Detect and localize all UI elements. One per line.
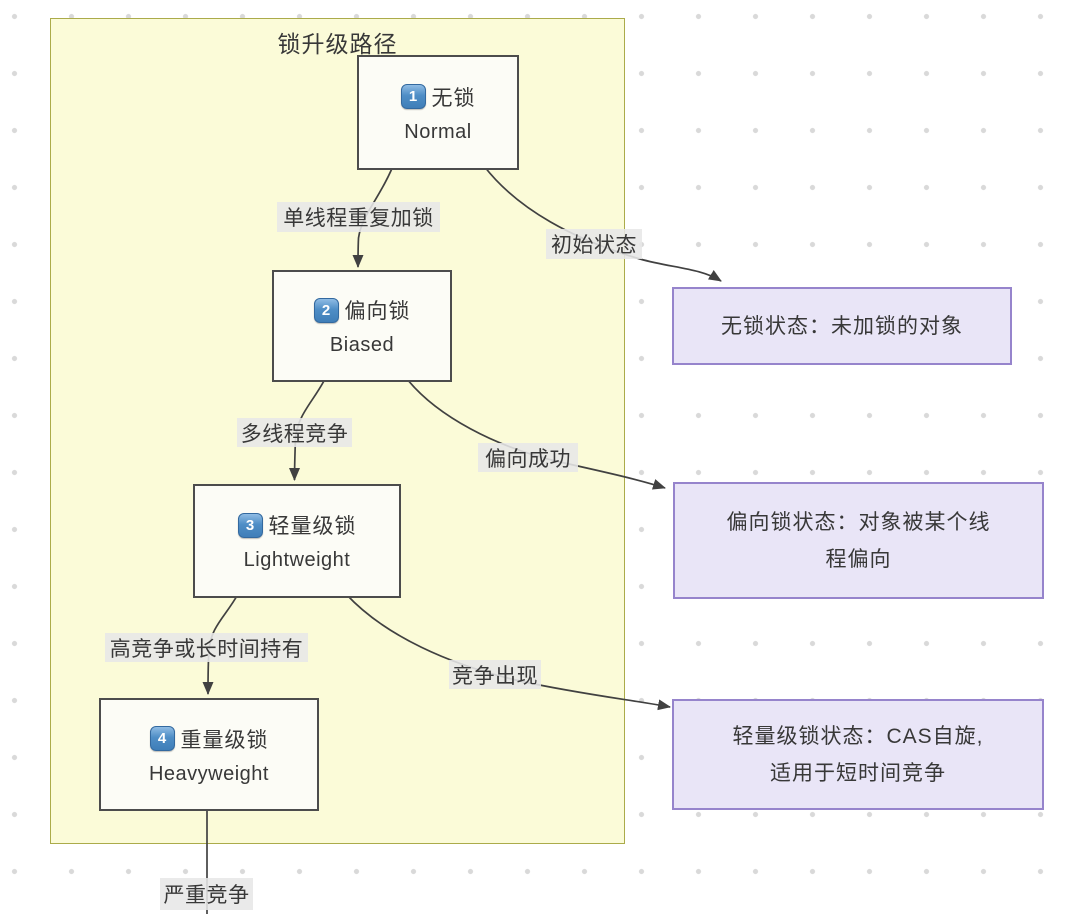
edge-label-contention-appears: 竞争出现 [449, 660, 541, 689]
cluster-title: 锁升级路径 [277, 31, 398, 57]
node-biased-zh-label: 偏向锁 [344, 300, 411, 323]
keycap-2-icon: 2 [313, 297, 339, 323]
state-box-nolock-text: 无锁状态：未加锁的对象 [721, 314, 963, 338]
edge-label-high-contention-long-hold: 高竞争或长时间持有 [105, 633, 308, 662]
keycap-4-icon: 4 [149, 726, 175, 751]
edge-label-multithread-contention: 多线程竞争 [237, 418, 352, 447]
state-box-nolock: 无锁状态：未加锁的对象 [672, 287, 1012, 365]
state-box-biased-text-line1: 偏向锁状态：对象被某个线 [726, 510, 991, 534]
state-box-lightweight: 轻量级锁状态：CAS自旋, 适用于短时间竞争 [672, 699, 1044, 810]
keycap-1-icon: 1 [400, 84, 426, 109]
state-box-lightweight-text-line1: 轻量级锁状态：CAS自旋, [732, 724, 984, 748]
edge-label-bias-success: 偏向成功 [478, 443, 578, 472]
node-normal: 1 无锁 Normal [357, 55, 519, 170]
node-biased: 2 偏向锁 Biased [272, 270, 452, 382]
node-lightweight-en-label: Lightweight [243, 549, 351, 571]
node-normal-en-label: Normal [404, 120, 472, 143]
state-box-lightweight-text-line2: 适用于短时间竞争 [770, 761, 946, 785]
edge-label-single-thread-relock: 单线程重复加锁 [277, 202, 440, 232]
node-lightweight-zh-label: 轻量级锁 [268, 515, 357, 538]
state-box-biased: 偏向锁状态：对象被某个线 程偏向 [673, 482, 1044, 599]
node-normal-zh-label: 无锁 [431, 86, 476, 110]
node-biased-en-label: Biased [329, 334, 395, 356]
edge-label-severe-contention: 严重竞争 [160, 878, 253, 910]
node-heavyweight-en-label: Heavyweight [148, 762, 269, 785]
edge-label-initial-state: 初始状态 [546, 229, 642, 259]
node-lightweight: 3 轻量级锁 Lightweight [193, 484, 401, 598]
keycap-3-icon: 3 [237, 512, 263, 538]
node-heavyweight: 4 重量级锁 Heavyweight [99, 698, 319, 811]
node-heavyweight-zh-label: 重量级锁 [180, 728, 269, 752]
state-box-biased-text-line2: 程偏向 [825, 547, 892, 571]
